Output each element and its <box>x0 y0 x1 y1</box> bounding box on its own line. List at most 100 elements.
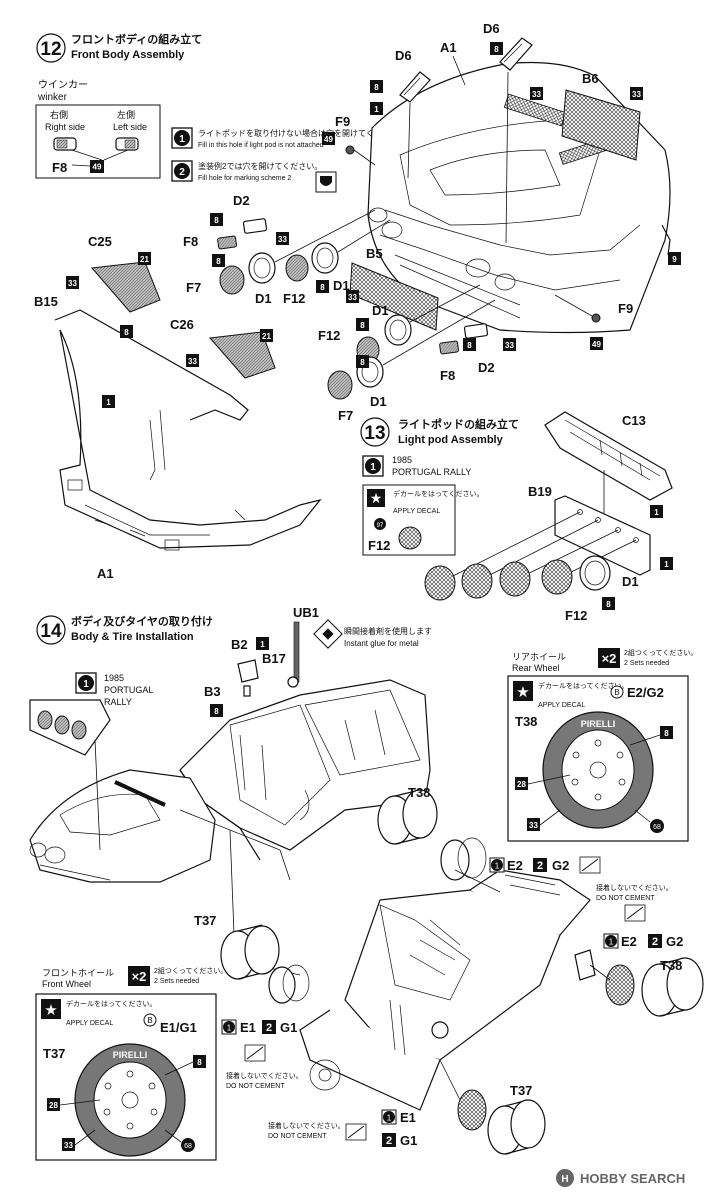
svg-text:1: 1 <box>664 560 669 569</box>
step-14-paint-badges-top: 1 8 <box>210 637 269 717</box>
label-c26: C26 <box>170 317 194 332</box>
front-body-installed <box>29 699 216 883</box>
label-d2-left: D2 <box>233 193 250 208</box>
svg-text:33: 33 <box>505 341 514 350</box>
svg-text:デカールをはってください。: デカールをはってください。 <box>393 489 483 498</box>
svg-text:E2/G2: E2/G2 <box>627 685 664 700</box>
svg-text:1: 1 <box>387 1114 392 1123</box>
svg-text:2: 2 <box>652 936 658 948</box>
winker-title-en: winker <box>37 92 68 103</box>
front-tire-bottom <box>457 1089 546 1155</box>
svg-text:8: 8 <box>214 707 219 716</box>
svg-text:リアホイール: リアホイール <box>512 652 566 662</box>
note-1-jp: ライトポッドを取り付けない場合は穴を開けてください。 <box>198 128 406 138</box>
svg-text:接着しないでください。: 接着しないでください。 <box>226 1071 303 1080</box>
svg-text:E2: E2 <box>621 934 637 949</box>
step-14-rally-note: 1 1985 PORTUGAL RALLY <box>75 672 153 707</box>
svg-text:2 Sets needed: 2 Sets needed <box>154 978 199 985</box>
svg-text:1: 1 <box>106 398 111 407</box>
svg-text:33: 33 <box>532 90 541 99</box>
label-t37-left: T37 <box>194 913 216 928</box>
svg-text:28: 28 <box>517 780 526 789</box>
label-f12-right: F12 <box>318 328 340 343</box>
svg-text:33: 33 <box>529 821 538 830</box>
step-12-number: 12 <box>40 39 61 60</box>
svg-text:2組つくってください。: 2組つくってください。 <box>154 966 227 975</box>
svg-text:97: 97 <box>377 523 384 529</box>
option-e1-g1-left: 1 E1 2 G1 接着しないでください。 DO NOT CEMENT <box>221 1019 303 1090</box>
step-12-paint-badges: 8 1 8 33 33 9 49 49 8 33 8 8 33 8 8 8 33… <box>66 42 681 408</box>
svg-text:DO NOT CEMENT: DO NOT CEMENT <box>268 1133 327 1140</box>
front-wheel-callout: フロントホイール Front Wheel ×2 2組つくってください。 2 Se… <box>35 966 227 1161</box>
svg-text:PORTUGAL: PORTUGAL <box>104 685 153 695</box>
svg-text:49: 49 <box>592 340 601 349</box>
step-13-title-jp: ライトポッドの組み立て <box>398 417 519 431</box>
step-12-badge <box>36 33 66 63</box>
svg-text:8: 8 <box>360 358 365 367</box>
note-2-en: Fill hole for marking scheme 2 <box>198 175 291 182</box>
svg-text:1: 1 <box>654 508 659 517</box>
svg-text:B: B <box>147 1016 152 1025</box>
label-d1-d: D1 <box>370 394 387 409</box>
svg-text:PORTUGAL RALLY: PORTUGAL RALLY <box>392 467 471 477</box>
step-13-rally-note: 1 1985 PORTUGAL RALLY <box>362 455 471 477</box>
svg-text:フロントホイール: フロントホイール <box>42 968 114 978</box>
svg-text:2組つくってください。: 2組つくってください。 <box>624 648 697 657</box>
rear-tire-right <box>605 957 704 1017</box>
option-e2-g2-right: 1 E2 2 G2 <box>603 933 683 949</box>
label-t38-top: T38 <box>408 785 430 800</box>
label-d6-left: D6 <box>395 48 412 63</box>
svg-text:1: 1 <box>260 640 265 649</box>
svg-text:PIRELLI: PIRELLI <box>113 1050 148 1060</box>
part-ub1 <box>293 621 300 683</box>
drill-icon <box>320 176 332 186</box>
label-f7-right: F7 <box>338 408 353 423</box>
label-t38-right: T38 <box>660 958 682 973</box>
svg-text:Instant glue for metal: Instant glue for metal <box>344 639 419 648</box>
label-b17: B17 <box>262 651 286 666</box>
label-d6-right: D6 <box>483 21 500 36</box>
svg-text:×2: ×2 <box>602 651 617 666</box>
svg-text:8: 8 <box>216 257 221 266</box>
step-13-title-en: Light pod Assembly <box>398 434 504 446</box>
label-f12-pod: F12 <box>565 608 587 623</box>
svg-text:8: 8 <box>320 283 325 292</box>
label-t37-bottom: T37 <box>510 1083 532 1098</box>
step-12-header: 12 フロントボディの組み立て Front Body Assembly <box>36 32 202 63</box>
step-14-title-jp: ボディ及びタイヤの取り付け <box>71 614 213 628</box>
svg-text:APPLY DECAL: APPLY DECAL <box>538 702 585 709</box>
svg-text:21: 21 <box>140 255 149 264</box>
svg-text:33: 33 <box>278 235 287 244</box>
svg-text:T38: T38 <box>515 714 537 729</box>
label-f12-left: F12 <box>283 291 305 306</box>
svg-text:8: 8 <box>360 321 365 330</box>
svg-text:G2: G2 <box>552 858 569 873</box>
svg-text:接着しないでください。: 接着しないでください。 <box>268 1121 345 1130</box>
winker-part-label: F8 <box>52 160 67 175</box>
label-b3: B3 <box>204 684 221 699</box>
svg-text:デカールをはってください。: デカールをはってください。 <box>66 999 156 1008</box>
svg-text:8: 8 <box>664 729 669 738</box>
rear-wheel-callout: リアホイール Rear Wheel ×2 2組つくってください。 2 Sets … <box>507 648 697 842</box>
svg-text:8: 8 <box>197 1058 202 1067</box>
step-13-header: 13 ライトポッドの組み立て Light pod Assembly <box>360 417 519 447</box>
svg-text:1: 1 <box>374 105 379 114</box>
chassis <box>299 869 596 1111</box>
step-13-decal-box: ★ デカールをはってください。 APPLY DECAL 97 F12 <box>362 484 483 556</box>
svg-text:H: H <box>561 1174 568 1185</box>
label-f9-bottom: F9 <box>618 301 633 316</box>
svg-text:E2: E2 <box>507 858 523 873</box>
label-b15: B15 <box>34 294 58 309</box>
label-d1-b: D1 <box>333 278 350 293</box>
svg-text:デカールをはってください。: デカールをはってください。 <box>538 681 628 690</box>
front-nose-a1 <box>54 309 322 551</box>
svg-text:33: 33 <box>188 357 197 366</box>
svg-text:1: 1 <box>370 462 376 473</box>
svg-text:Front Wheel: Front Wheel <box>42 979 91 989</box>
body-shell <box>179 679 431 861</box>
label-f8-right: F8 <box>440 368 455 383</box>
svg-text:DO NOT CEMENT: DO NOT CEMENT <box>226 1083 285 1090</box>
svg-text:APPLY DECAL: APPLY DECAL <box>66 1020 113 1027</box>
headlights-left <box>219 209 391 295</box>
winker-detail: ウインカー winker 右側 Right side 左側 Left side … <box>35 79 161 179</box>
